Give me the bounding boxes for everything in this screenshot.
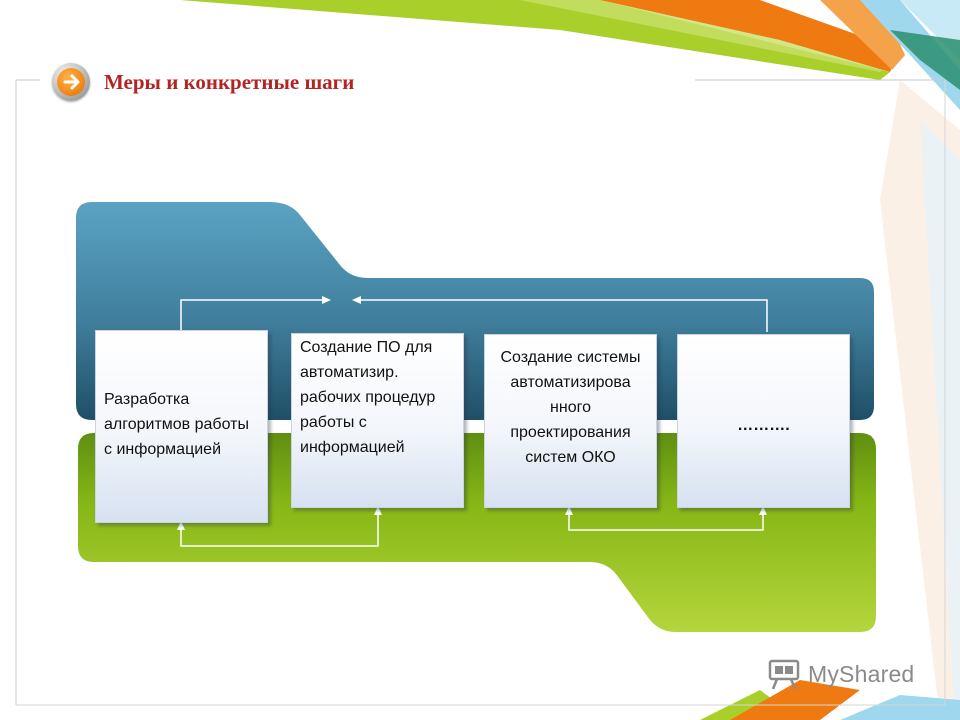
- step-card-1-text: Разработка алгоритмов работы с информаци…: [104, 391, 249, 458]
- step-card-1: Разработка алгоритмов работы с информаци…: [95, 330, 268, 523]
- light-green-stripe: [520, 0, 900, 72]
- arrow-bottom-1: [180, 515, 379, 547]
- green-band: [78, 433, 876, 632]
- presentation-board-icon: [768, 659, 800, 690]
- arrowhead-bottom-1b: [374, 506, 382, 515]
- arrowhead-top-2: [352, 296, 361, 304]
- step-card-3: Создание системы автоматизирова нного пр…: [484, 334, 657, 508]
- arrow-top-2: [361, 299, 768, 332]
- arrowhead-top-1: [322, 296, 331, 304]
- step-card-2: Создание ПО для автоматизир. рабочих про…: [291, 333, 464, 508]
- faint-blue-band: [920, 120, 960, 720]
- arrow-bottom-2: [568, 515, 764, 531]
- arrowhead-bottom-2b: [759, 506, 767, 515]
- orange-stripe: [600, 0, 900, 72]
- teal-stripe: [890, 30, 960, 90]
- arrow-right-icon: [52, 63, 90, 101]
- step-card-3-text: Создание системы автоматизирова нного пр…: [500, 349, 641, 466]
- page-title: Меры и конкретные шаги: [104, 69, 355, 94]
- arrow-top-1: [180, 299, 322, 332]
- slide-title: Меры и конкретные шаги: [52, 62, 354, 102]
- bottom-blue-stripe: [840, 695, 960, 720]
- arrowhead-bottom-2a: [565, 506, 573, 515]
- watermark-logo: MyShared: [768, 656, 914, 692]
- blue-stripe: [860, 0, 960, 110]
- bottom-orange-stripe: [730, 680, 860, 720]
- watermark-text: MyShared: [808, 660, 915, 687]
- step-card-4-text: ……….: [737, 417, 790, 434]
- step-card-4: ……….: [677, 334, 850, 508]
- step-card-2-text: Создание ПО для автоматизир. рабочих про…: [300, 339, 436, 456]
- arrowhead-bottom-1a: [177, 521, 185, 530]
- blue-band: [76, 202, 874, 420]
